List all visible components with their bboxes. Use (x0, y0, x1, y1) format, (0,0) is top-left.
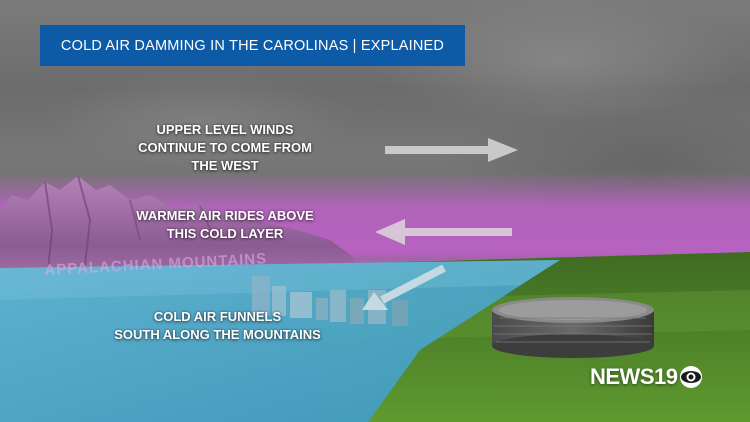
arrow-upper-winds-icon (385, 138, 518, 162)
news19-logo: NEWS19 (590, 362, 703, 392)
title-banner: COLD AIR DAMMING IN THE CAROLINAS | EXPL… (40, 25, 465, 66)
upper-winds-label: UPPER LEVEL WINDS CONTINUE TO COME FROM … (138, 122, 312, 173)
warmer-air-label: WARMER AIR RIDES ABOVE THIS COLD LAYER (136, 208, 314, 241)
page-title: COLD AIR DAMMING IN THE CAROLINAS | EXPL… (60, 37, 445, 54)
arrow-cold-air-icon (362, 264, 446, 310)
cbs-eye-icon (680, 366, 703, 388)
appalachian-mountains (0, 176, 355, 292)
cold-air-label: COLD AIR FUNNELS SOUTH ALONG THE MOUNTAI… (114, 309, 321, 342)
cold-air-layer (0, 260, 560, 422)
stone-well (492, 297, 654, 358)
arrow-warm-air-icon (375, 219, 512, 245)
city-skyline (252, 276, 408, 326)
logo-text: NEWS19 (590, 364, 678, 389)
